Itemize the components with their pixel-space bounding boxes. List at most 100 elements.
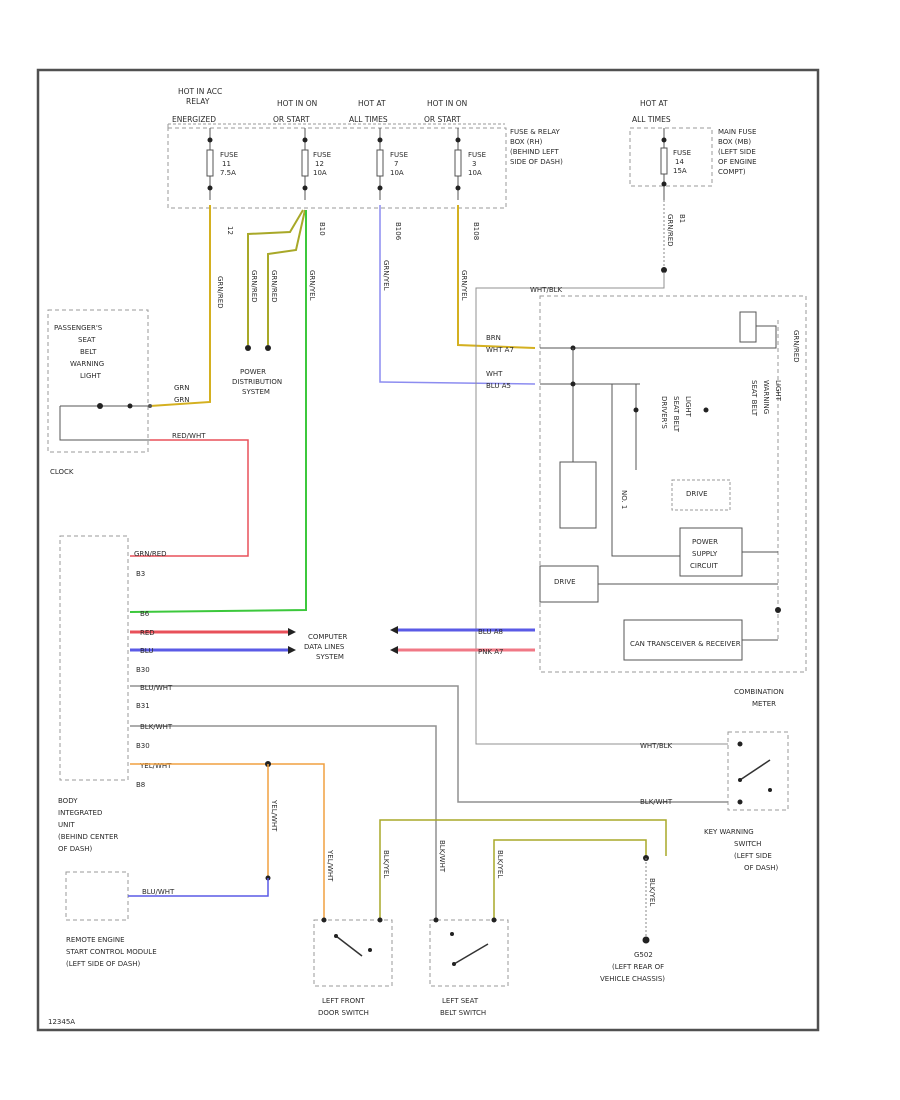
svg-text:10A: 10A xyxy=(468,169,482,177)
svg-text:DATA LINES: DATA LINES xyxy=(304,643,345,651)
svg-text:BLU/WHT: BLU/WHT xyxy=(140,684,173,692)
power-distribution-label: POWER DISTRIBUTION SYSTEM xyxy=(232,368,282,396)
wire-blk-wht-key xyxy=(130,685,728,803)
wire-fuse3-meter xyxy=(457,205,536,349)
svg-text:NO. 1: NO. 1 xyxy=(620,490,628,509)
svg-text:START CONTROL MODULE: START CONTROL MODULE xyxy=(66,948,157,956)
svg-text:DISTRIBUTION: DISTRIBUTION xyxy=(232,378,282,386)
svg-text:FUSE: FUSE xyxy=(673,149,691,157)
svg-text:15A: 15A xyxy=(673,167,687,175)
svg-text:12: 12 xyxy=(315,160,324,168)
left-front-door-switch-box xyxy=(313,919,393,987)
svg-text:HOT IN ON: HOT IN ON xyxy=(427,99,467,108)
left-seat-belt-switch-box xyxy=(429,919,509,987)
svg-text:LEFT SEAT: LEFT SEAT xyxy=(442,997,479,1005)
svg-text:COMBINATION: COMBINATION xyxy=(734,688,784,696)
svg-text:YEL/WHT: YEL/WHT xyxy=(326,849,334,882)
svg-text:ALL TIMES: ALL TIMES xyxy=(349,115,388,124)
svg-text:(LEFT SIDE OF DASH): (LEFT SIDE OF DASH) xyxy=(66,960,141,968)
fuse-pin-b108: B108 xyxy=(472,222,480,240)
svg-text:RED: RED xyxy=(140,629,155,637)
passenger-belt-light-label: PASSENGER'S SEAT BELT WARNING LIGHT xyxy=(54,324,104,380)
drive-circuit-2 xyxy=(539,565,599,603)
svg-text:BLU/WHT: BLU/WHT xyxy=(142,888,175,896)
svg-text:SEAT BELT: SEAT BELT xyxy=(750,380,758,417)
svg-text:LEFT FRONT: LEFT FRONT xyxy=(322,997,365,1005)
svg-text:SYSTEM: SYSTEM xyxy=(242,388,270,396)
meter-label: COMBINATION METER xyxy=(734,688,784,708)
svg-text:FUSE: FUSE xyxy=(313,151,331,159)
svg-text:SYSTEM: SYSTEM xyxy=(316,653,344,661)
svg-text:LIGHT: LIGHT xyxy=(774,380,782,402)
svg-text:CAN TRANSCEIVER & RECEIVER: CAN TRANSCEIVER & RECEIVER xyxy=(630,640,741,648)
can-transceiver xyxy=(623,619,743,661)
svg-text:YEL/WHT: YEL/WHT xyxy=(139,762,172,770)
svg-text:(BEHIND CENTER: (BEHIND CENTER xyxy=(58,833,118,841)
grn-label-1: GRN xyxy=(174,384,190,392)
fuse-header-1: HOT IN ACC RELAY ENERGIZED xyxy=(172,87,222,124)
fuse-relay-box xyxy=(167,127,507,209)
svg-text:COMPUTER: COMPUTER xyxy=(308,633,347,641)
svg-text:WARNING: WARNING xyxy=(70,360,104,368)
svg-text:FUSE: FUSE xyxy=(220,151,238,159)
svg-text:WHT: WHT xyxy=(486,370,503,378)
main-fuse-box xyxy=(629,127,713,187)
svg-text:INTEGRATED: INTEGRATED xyxy=(58,809,102,817)
svg-text:BOX (MB): BOX (MB) xyxy=(718,138,751,146)
wire-yel-grn-1 xyxy=(149,205,211,407)
svg-text:7.5A: 7.5A xyxy=(220,169,236,177)
svg-text:POWER: POWER xyxy=(240,368,266,376)
svg-text:DRIVER'S: DRIVER'S xyxy=(660,396,668,429)
wire-fuse7-meter xyxy=(379,205,536,385)
svg-text:B30: B30 xyxy=(136,666,150,674)
svg-text:COMPT): COMPT) xyxy=(718,168,746,176)
fuse-header-3: HOT AT ALL TIMES xyxy=(349,99,388,124)
svg-text:7: 7 xyxy=(394,160,398,168)
driver-seat-belt-light: DRIVER'S SEAT BELT LIGHT xyxy=(660,396,692,433)
svg-text:LIGHT: LIGHT xyxy=(80,372,102,380)
svg-text:B6: B6 xyxy=(140,610,150,618)
svg-text:B3: B3 xyxy=(136,570,145,578)
remote-start-label: REMOTE ENGINE START CONTROL MODULE (LEFT… xyxy=(66,936,157,968)
svg-text:BLK/YEL: BLK/YEL xyxy=(382,850,390,878)
svg-text:GRN/RED: GRN/RED xyxy=(134,550,167,558)
fuse-pin-12: 12 xyxy=(226,226,234,235)
svg-text:OF DASH): OF DASH) xyxy=(744,864,779,872)
svg-text:(LEFT REAR OF: (LEFT REAR OF xyxy=(612,963,664,971)
key-warning-switch-box xyxy=(727,731,789,811)
svg-text:B8: B8 xyxy=(136,781,145,789)
svg-text:11: 11 xyxy=(222,160,231,168)
bcm-label: BODY INTEGRATED UNIT (BEHIND CENTER OF D… xyxy=(58,797,118,853)
fuse-pin-b1: B1 xyxy=(678,214,686,223)
svg-text:OF ENGINE: OF ENGINE xyxy=(718,158,757,166)
svg-text:VEHICLE CHASSIS): VEHICLE CHASSIS) xyxy=(600,975,665,983)
svg-text:14: 14 xyxy=(675,158,684,166)
svg-text:CIRCUIT: CIRCUIT xyxy=(690,562,719,570)
svg-text:HOT AT: HOT AT xyxy=(358,99,386,108)
wire-green-bcm xyxy=(129,210,307,613)
remote-start-box xyxy=(65,871,129,921)
svg-text:(BEHIND LEFT: (BEHIND LEFT xyxy=(510,148,559,156)
wire-olive-door xyxy=(379,819,667,920)
svg-text:METER: METER xyxy=(752,700,776,708)
svg-text:PASSENGER'S: PASSENGER'S xyxy=(54,324,103,332)
fuse-header-2: HOT IN ON OR START xyxy=(273,99,317,124)
svg-text:GRN/RED: GRN/RED xyxy=(666,214,674,247)
svg-text:BOX (RH): BOX (RH) xyxy=(510,138,543,146)
svg-text:SIDE OF DASH): SIDE OF DASH) xyxy=(510,158,563,166)
svg-text:PNK A7: PNK A7 xyxy=(478,648,504,656)
svg-text:GRN/RED: GRN/RED xyxy=(792,330,800,363)
door-switch-label: LEFT FRONT DOOR SWITCH xyxy=(318,997,369,1017)
svg-text:GRN/YEL: GRN/YEL xyxy=(382,260,390,291)
svg-text:ALL TIMES: ALL TIMES xyxy=(632,115,671,124)
wire-orange-door xyxy=(130,763,325,920)
svg-text:10A: 10A xyxy=(390,169,404,177)
svg-text:BRN: BRN xyxy=(486,334,501,342)
computer-data-lines-label: COMPUTER DATA LINES SYSTEM xyxy=(304,633,347,661)
wire-olive-belt xyxy=(493,839,647,920)
fuse-3: FUSE 3 10A xyxy=(454,128,486,200)
svg-text:OR START: OR START xyxy=(273,115,310,124)
svg-text:LIGHT: LIGHT xyxy=(684,396,692,418)
power-supply-label: POWER SUPPLY CIRCUIT xyxy=(690,538,719,570)
meter-module xyxy=(559,461,597,529)
